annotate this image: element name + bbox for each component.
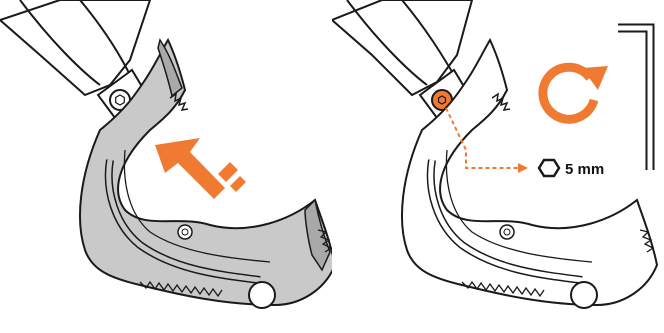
- arrow-head: [518, 163, 528, 173]
- panel-remove-pick: [0, 0, 332, 333]
- tighten-bolt-illustration: 5 mm: [332, 0, 664, 333]
- hex-key-size-label: 5 mm: [565, 161, 604, 178]
- remove-pick-illustration: [0, 0, 332, 333]
- rotate-clockwise-icon: [543, 66, 608, 119]
- pick-hole: [571, 282, 597, 308]
- panel-tighten-bolt: 5 mm: [332, 0, 664, 333]
- small-bolt-icon: [500, 225, 514, 239]
- hex-key-icon: [618, 28, 650, 170]
- small-bolt-icon: [178, 225, 192, 239]
- pick-hole: [249, 282, 275, 308]
- arrow-up-left-icon: [155, 138, 246, 199]
- hexagon-icon: [539, 160, 559, 176]
